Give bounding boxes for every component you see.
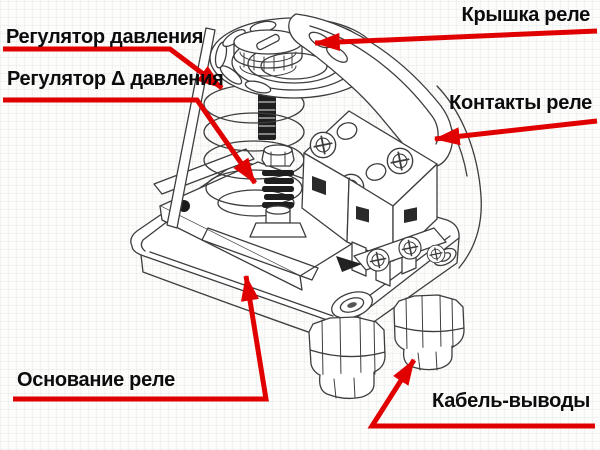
callouts bbox=[3, 28, 598, 429]
terminal-windows bbox=[312, 176, 417, 223]
terminal-block bbox=[301, 110, 438, 287]
ground-screws bbox=[336, 227, 447, 272]
callout-relay-contacts bbox=[433, 118, 598, 146]
cable-gland-left bbox=[308, 316, 386, 400]
callout-relay-base bbox=[13, 274, 269, 402]
delta-spring bbox=[262, 170, 294, 208]
main-spring bbox=[203, 84, 305, 217]
callout-relay-cover bbox=[313, 28, 598, 52]
callout-delta-pressure-regulator bbox=[3, 97, 258, 185]
callout-cable-outlets bbox=[367, 358, 595, 429]
label-delta-pressure-regulator: Регулятор Δ давления bbox=[7, 68, 224, 90]
castellated-nut bbox=[239, 51, 297, 77]
terminal-screw-1 bbox=[309, 131, 337, 159]
cable-gland-right bbox=[393, 294, 465, 371]
ground-screw-1 bbox=[366, 248, 390, 272]
delta-regulator bbox=[249, 144, 307, 238]
ground-screw-2 bbox=[398, 236, 422, 260]
terminal-screw-3 bbox=[386, 147, 414, 175]
label-relay-contacts: Контакты реле bbox=[449, 92, 592, 114]
label-relay-cover: Крышка реле bbox=[461, 4, 591, 26]
mounting-hole bbox=[331, 291, 373, 319]
label-pressure-regulator: Регулятор давления bbox=[6, 26, 204, 48]
ground-screw-3 bbox=[426, 244, 446, 264]
contact-blade bbox=[336, 256, 362, 272]
label-relay-base: Основание реле bbox=[17, 369, 175, 391]
callout-pressure-regulator bbox=[3, 46, 224, 90]
adjust-rod bbox=[258, 94, 276, 140]
label-cable-outlets: Кабель-выводы bbox=[432, 390, 590, 412]
